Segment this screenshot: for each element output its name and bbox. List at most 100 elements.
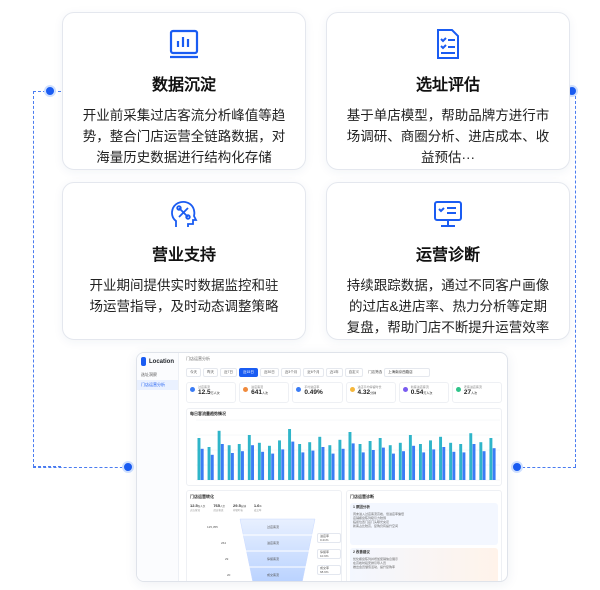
chart-bar-进店 bbox=[240, 451, 244, 480]
chart-bar-过店 bbox=[237, 444, 241, 480]
chart-bar-过店 bbox=[408, 435, 412, 480]
chart-bar-进店 bbox=[422, 452, 426, 480]
card-business-support: 营业支持 开业期间提供实时数据监控和驻 场运营指导，及时动态调整策略 bbox=[62, 182, 306, 340]
chart-bar-过店 bbox=[197, 438, 201, 480]
tab-date-range[interactable]: 近6个月 bbox=[303, 368, 324, 377]
funnel-stage: 进店客流 bbox=[267, 541, 280, 545]
tab-date-range[interactable]: 近15日 bbox=[238, 368, 258, 377]
chart-bar-进店 bbox=[482, 451, 486, 480]
diagnosis-panel: 门店运营诊断 1 原因分析 周末进入过店客流高峰，但进店率偏低 店铺橱窗陈列吸引… bbox=[346, 490, 502, 581]
chart-bar-过店 bbox=[368, 441, 372, 480]
funnel-rate: 进店率 0.21% bbox=[317, 533, 341, 543]
chart-bar-进店 bbox=[321, 447, 325, 480]
card-description: 开业前采集过店客流分析峰值等趋 势，整合门店运营全链路数据，对 海量历史数据进行… bbox=[82, 108, 286, 165]
chart-bar-过店 bbox=[469, 433, 473, 480]
chart-bar-过店 bbox=[388, 445, 392, 480]
chart-bar-过店 bbox=[308, 442, 312, 480]
dashboard-main: 门店运营分析 今天 昨天 近7日 近15日 近30日 近3个月 近6个月 近1年… bbox=[181, 353, 507, 581]
chart-bar-过店 bbox=[227, 445, 231, 480]
diagnosis-suggestion-block: 2 改善建议 优化橱窗陈列并增加促销信息展示 在高峰时段安排引导人员 推出会员储… bbox=[350, 548, 498, 581]
chart-bar-过店 bbox=[288, 429, 292, 480]
funnel-stat: 765人次进店客流 bbox=[213, 503, 226, 512]
tab-date-range[interactable]: 自定义 bbox=[344, 368, 364, 377]
chart-bar-进店 bbox=[432, 449, 436, 480]
chart-bar-过店 bbox=[267, 445, 271, 480]
funnel-stage: 过店客流 bbox=[267, 525, 280, 529]
funnel-graphic bbox=[239, 518, 316, 581]
tab-date-range[interactable]: 今天 bbox=[186, 368, 201, 377]
tab-date-range[interactable]: 昨天 bbox=[203, 368, 218, 377]
funnel-stage: 停留客流 bbox=[267, 557, 280, 561]
left-connector-line bbox=[33, 91, 61, 467]
date-range-tabs: 今天 昨天 近7日 近15日 近30日 近3个月 近6个月 近1年 自定义 门店… bbox=[186, 368, 502, 377]
diagnosis-title: 门店运营诊断 bbox=[350, 494, 374, 499]
right-connector-line bbox=[572, 91, 576, 467]
card-operation-diagnosis: 运营诊断 持续跟踪数据，通过不同客户画像 的过店&进店率、热力分析等定期 复盘，… bbox=[326, 182, 570, 340]
store-select[interactable]: 上海南京西路店 bbox=[384, 368, 431, 377]
connector-dot-bottom-right bbox=[511, 461, 523, 473]
card-title: 选址评估 bbox=[415, 77, 480, 94]
chart-bar-进店 bbox=[462, 452, 466, 480]
card-data-accumulation: 数据沉淀 开业前采集过店客流分析峰值等趋 势，整合门店运营全链路数据，对 海量历… bbox=[62, 12, 306, 170]
chart-bar-进店 bbox=[210, 454, 214, 480]
daily-traffic-chart: 每日客流量趋势情况 bbox=[186, 408, 502, 486]
funnel-stats: 12.5万人次过店客流 765人次进店客流 29.5分钟停留时长 1.6%成交率 bbox=[190, 503, 338, 512]
card-site-evaluation: 选址评估 基于单店模型，帮助品牌方进行市 场调研、商圈分析、进店成本、收 益预估… bbox=[326, 12, 570, 170]
chart-bar-进店 bbox=[371, 450, 375, 480]
funnel-count: 264 bbox=[221, 541, 227, 545]
connector-dot-bottom-left bbox=[122, 461, 134, 473]
tab-date-range[interactable]: 近1年 bbox=[325, 368, 343, 377]
tab-date-range[interactable]: 近7日 bbox=[220, 368, 237, 377]
card-description: 开业期间提供实时数据监控和驻 场运营指导，及时动态调整策略 bbox=[89, 278, 279, 314]
funnel-count: 29 bbox=[225, 557, 229, 561]
checklist-document-icon bbox=[437, 29, 459, 59]
funnel-stage: 成交客流 bbox=[267, 573, 280, 577]
chart-bar-进店 bbox=[381, 447, 385, 480]
sidebar-item-site-insight[interactable]: 选址洞察 bbox=[141, 372, 157, 377]
tools-head-icon bbox=[171, 201, 198, 227]
chart-bar-进店 bbox=[351, 443, 355, 480]
dashboard-screenshot: Location 选址洞察 门店运营分析 门店运营分析 今天 昨天 近7日 近1… bbox=[136, 352, 508, 582]
card-title: 营业支持 bbox=[151, 247, 216, 264]
connector-dot-top-left bbox=[44, 85, 56, 97]
chart-bar-进店 bbox=[452, 451, 456, 480]
card-title: 运营诊断 bbox=[415, 247, 480, 264]
chart-bar-进店 bbox=[301, 452, 305, 480]
lower-panels: 门店运营转化 12.5万人次过店客流 765人次进店客流 29.5分钟停留时长 … bbox=[186, 490, 502, 581]
funnel-stat: 29.5分钟停留时长 bbox=[233, 503, 246, 512]
chart-bar-进店 bbox=[402, 451, 405, 480]
chart-bar-过店 bbox=[449, 442, 453, 480]
chart-bar-进店 bbox=[361, 452, 365, 480]
tab-date-range[interactable]: 近30日 bbox=[259, 368, 279, 377]
chart-bar-过店 bbox=[328, 445, 332, 480]
card-title: 数据沉淀 bbox=[151, 77, 216, 94]
chart-bar-进店 bbox=[271, 453, 275, 480]
kpi-icon bbox=[243, 387, 249, 392]
chart-bar-过店 bbox=[217, 430, 221, 480]
chart-bar-过店 bbox=[247, 435, 251, 480]
kpi-icon bbox=[455, 387, 461, 392]
right-connector-bottom bbox=[517, 467, 576, 468]
chart-bar-过店 bbox=[439, 436, 443, 480]
funnel-stat: 1.6%成交率 bbox=[253, 503, 262, 512]
chart-bar-进店 bbox=[220, 444, 224, 480]
chart-bar-过店 bbox=[429, 440, 432, 480]
chart-bar-过店 bbox=[207, 447, 211, 480]
kpi-icon bbox=[402, 387, 408, 392]
breadcrumb: 门店运营分析 bbox=[186, 356, 210, 361]
chart-bar-进店 bbox=[200, 448, 204, 480]
chart-bar-过店 bbox=[479, 442, 483, 480]
chart-bar-进店 bbox=[442, 447, 446, 480]
sidebar-item-store-analysis[interactable]: 门店运营分析 bbox=[137, 380, 178, 390]
chart-bar-进店 bbox=[311, 450, 315, 480]
dashboard-sidebar: Location 选址洞察 门店运营分析 bbox=[137, 353, 179, 581]
tab-date-range[interactable]: 近3个月 bbox=[280, 368, 302, 377]
diagnosis-cause-block: 1 原因分析 周末进入过店客流高峰，但进店率偏低 店铺橱窗陈列吸引力较弱 临街位… bbox=[350, 503, 498, 545]
chart-bar-过店 bbox=[318, 436, 322, 480]
